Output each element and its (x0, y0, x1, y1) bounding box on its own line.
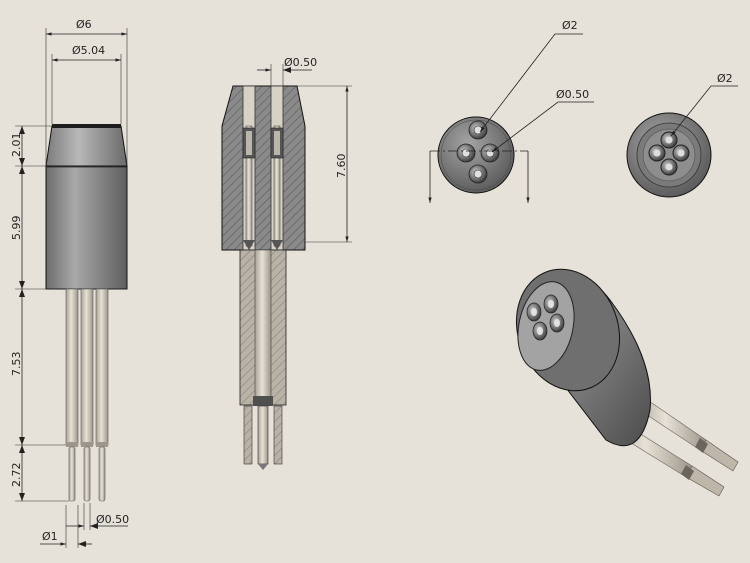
iso-contacts (526, 294, 565, 341)
dim-d504: Ø5.04 (72, 44, 105, 57)
pins-side (65, 288, 109, 502)
dim-h753: 7.53 (10, 352, 23, 377)
dim-h201: 2.01 (10, 133, 23, 158)
dim-d6: Ø6 (76, 18, 92, 31)
connector-cap (45, 125, 128, 167)
dim-d050-front: Ø0.50 (556, 88, 589, 101)
dim-h760: 7.60 (335, 154, 348, 179)
dim-d1: Ø1 (42, 530, 58, 543)
dim-h599: 5.99 (10, 216, 23, 241)
face-view: Ø2 (626, 72, 738, 198)
section-body (221, 85, 306, 251)
face-contacts (648, 131, 690, 176)
dim-d050-pins: Ø0.50 (96, 513, 129, 526)
dim-d2-front: Ø2 (562, 19, 578, 32)
side-view: Ø6 Ø5.04 2.01 5.99 7.53 2.72 Ø1 (10, 18, 129, 548)
section-view: Ø0.50 7.60 (221, 56, 352, 470)
dim-h272: 2.72 (10, 463, 23, 488)
dim-d050-section: Ø0.50 (284, 56, 317, 69)
cap-top-band (52, 124, 121, 128)
dim-d2-back: Ø2 (717, 72, 733, 85)
connector-body (45, 165, 128, 290)
isometric-view (515, 268, 739, 497)
front-view: Ø2 Ø0.50 (428, 19, 594, 203)
